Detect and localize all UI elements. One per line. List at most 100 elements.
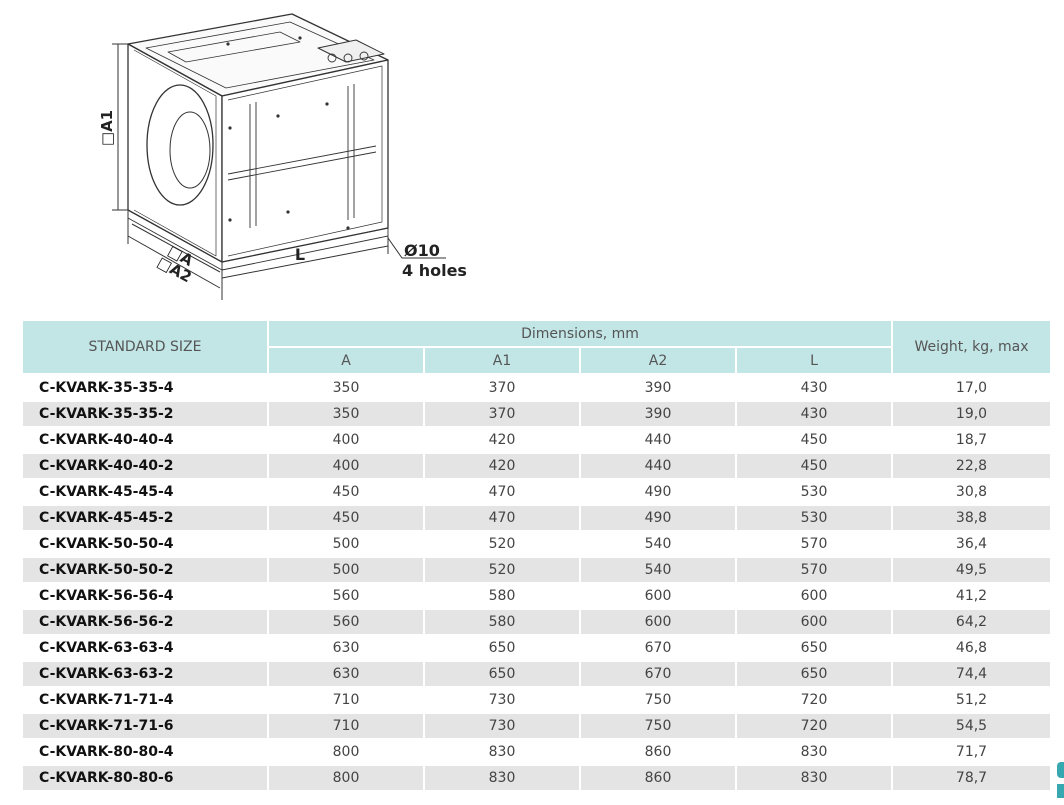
header-a2: A2 xyxy=(581,348,737,375)
cell-l: 720 xyxy=(737,713,894,739)
cell-a1: 470 xyxy=(425,479,581,505)
cell-a: 400 xyxy=(269,427,425,453)
cell-a2: 600 xyxy=(581,609,737,635)
cell-model: C-KVARK-56-56-4 xyxy=(23,583,269,609)
cell-l: 570 xyxy=(737,557,894,583)
cell-a: 710 xyxy=(269,687,425,713)
header-weight: Weight, kg, max xyxy=(893,321,1051,375)
cell-a1: 650 xyxy=(425,661,581,687)
cell-weight: 46,8 xyxy=(893,635,1051,661)
cell-a: 350 xyxy=(269,375,425,401)
cell-a2: 440 xyxy=(581,453,737,479)
cell-weight: 78,7 xyxy=(893,765,1051,791)
header-dimensions: Dimensions, mm xyxy=(269,321,894,348)
cell-l: 650 xyxy=(737,661,894,687)
cell-a2: 750 xyxy=(581,687,737,713)
cell-a1: 370 xyxy=(425,401,581,427)
cell-a2: 540 xyxy=(581,557,737,583)
cell-a2: 670 xyxy=(581,661,737,687)
cell-a2: 490 xyxy=(581,479,737,505)
cell-weight: 38,8 xyxy=(893,505,1051,531)
header-l: L xyxy=(737,348,894,375)
cell-a1: 520 xyxy=(425,531,581,557)
cell-a1: 420 xyxy=(425,453,581,479)
cell-a: 560 xyxy=(269,609,425,635)
cell-a2: 540 xyxy=(581,531,737,557)
cell-a: 450 xyxy=(269,505,425,531)
cell-a2: 390 xyxy=(581,375,737,401)
cell-a2: 600 xyxy=(581,583,737,609)
cell-weight: 22,8 xyxy=(893,453,1051,479)
cell-model: C-KVARK-35-35-4 xyxy=(23,375,269,401)
cell-a1: 420 xyxy=(425,427,581,453)
cell-a1: 830 xyxy=(425,765,581,791)
cell-model: C-KVARK-56-56-2 xyxy=(23,609,269,635)
specification-table: STANDARD SIZE Dimensions, mm Weight, kg,… xyxy=(23,321,1051,791)
cell-a: 710 xyxy=(269,713,425,739)
cell-weight: 17,0 xyxy=(893,375,1051,401)
cell-a1: 650 xyxy=(425,635,581,661)
cell-l: 570 xyxy=(737,531,894,557)
header-a1: A1 xyxy=(425,348,581,375)
cell-weight: 18,7 xyxy=(893,427,1051,453)
cell-a: 630 xyxy=(269,661,425,687)
fan-box-drawing: □A1 □A □A2 L Ø10 4 holes xyxy=(98,13,467,300)
cell-l: 600 xyxy=(737,609,894,635)
cell-model: C-KVARK-35-35-2 xyxy=(23,401,269,427)
cell-model: C-KVARK-80-80-4 xyxy=(23,739,269,765)
cell-a2: 390 xyxy=(581,401,737,427)
edge-cropped-text xyxy=(1058,582,1064,712)
cell-a1: 730 xyxy=(425,687,581,713)
cell-model: C-KVARK-45-45-4 xyxy=(23,479,269,505)
cell-l: 830 xyxy=(737,765,894,791)
cell-l: 530 xyxy=(737,479,894,505)
cell-weight: 71,7 xyxy=(893,739,1051,765)
cell-a: 800 xyxy=(269,739,425,765)
cell-weight: 19,0 xyxy=(893,401,1051,427)
cell-a2: 490 xyxy=(581,505,737,531)
cell-weight: 30,8 xyxy=(893,479,1051,505)
cell-model: C-KVARK-71-71-4 xyxy=(23,687,269,713)
cell-model: C-KVARK-80-80-6 xyxy=(23,765,269,791)
cell-model: C-KVARK-63-63-4 xyxy=(23,635,269,661)
cell-l: 430 xyxy=(737,401,894,427)
dim-diameter-label: Ø10 xyxy=(404,241,440,260)
cell-weight: 54,5 xyxy=(893,713,1051,739)
cell-l: 430 xyxy=(737,375,894,401)
cell-l: 530 xyxy=(737,505,894,531)
dim-holes-label: 4 holes xyxy=(402,261,467,280)
cell-a: 350 xyxy=(269,401,425,427)
cell-a2: 750 xyxy=(581,713,737,739)
cell-a: 630 xyxy=(269,635,425,661)
cell-a1: 370 xyxy=(425,375,581,401)
cell-model: C-KVARK-40-40-4 xyxy=(23,427,269,453)
cell-weight: 49,5 xyxy=(893,557,1051,583)
cell-a1: 520 xyxy=(425,557,581,583)
cell-weight: 64,2 xyxy=(893,609,1051,635)
cell-model: C-KVARK-50-50-2 xyxy=(23,557,269,583)
cell-l: 450 xyxy=(737,453,894,479)
cell-model: C-KVARK-40-40-2 xyxy=(23,453,269,479)
cell-a1: 580 xyxy=(425,583,581,609)
cell-l: 650 xyxy=(737,635,894,661)
cell-a2: 440 xyxy=(581,427,737,453)
dim-a1-label: □A1 xyxy=(98,110,116,146)
cell-a2: 670 xyxy=(581,635,737,661)
cell-weight: 74,4 xyxy=(893,661,1051,687)
edge-accent-bar xyxy=(1057,762,1064,778)
dim-l-label: L xyxy=(295,245,305,264)
cell-a: 500 xyxy=(269,531,425,557)
